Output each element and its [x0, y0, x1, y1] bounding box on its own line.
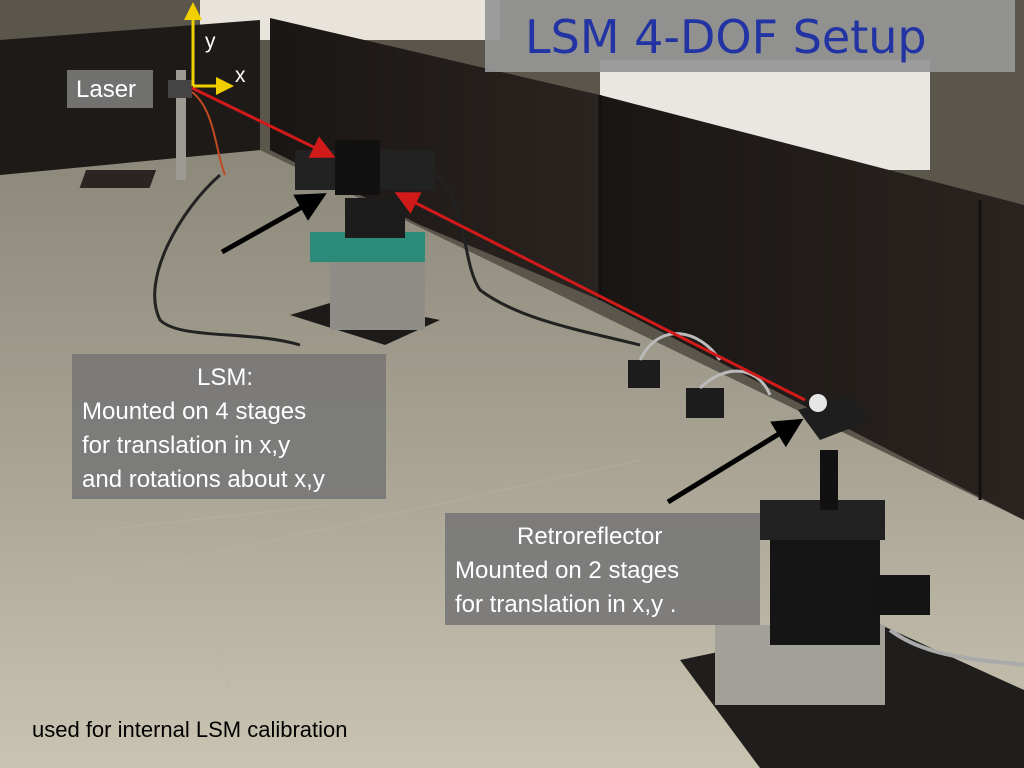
retroreflector-callout-heading: Retroreflector	[517, 523, 663, 550]
arrow-to-lsm	[220, 193, 327, 255]
x-axis-label: x	[235, 64, 246, 87]
cable-connectors	[628, 332, 772, 418]
laser-beam-to-lsm	[191, 86, 336, 158]
page-title: LSM 4-DOF Setup	[525, 10, 927, 64]
title-banner: LSM 4-DOF Setup	[485, 0, 1015, 72]
laser-label: Laser	[76, 76, 137, 103]
retroreflector-callout-line: for translation in x,y .	[455, 591, 677, 618]
floor-seams	[0, 459, 641, 691]
retroreflector-stage	[680, 394, 1024, 768]
lsm-callout: LSM: Mounted on 4 stages for translation…	[72, 354, 386, 499]
lsm-callout-line: for translation in x,y	[82, 432, 291, 459]
retroreflector-callout: Retroreflector Mounted on 2 stages for t…	[445, 513, 760, 625]
laser-stand	[79, 70, 226, 188]
curtain-right	[600, 95, 1024, 520]
lsm-callout-line: Mounted on 4 stages	[82, 398, 307, 425]
caption: used for internal LSM calibration	[32, 717, 348, 742]
lsm-assembly	[153, 140, 641, 347]
retroreflector-callout-line: Mounted on 2 stages	[455, 557, 680, 584]
arrow-to-retroreflector	[666, 418, 804, 505]
laser-beam-reflected	[394, 192, 806, 402]
y-axis-label: y	[205, 30, 216, 53]
lsm-callout-line: and rotations about x,y	[82, 466, 325, 493]
laser-label-box: Laser	[67, 70, 153, 108]
lsm-callout-heading: LSM:	[197, 364, 254, 391]
